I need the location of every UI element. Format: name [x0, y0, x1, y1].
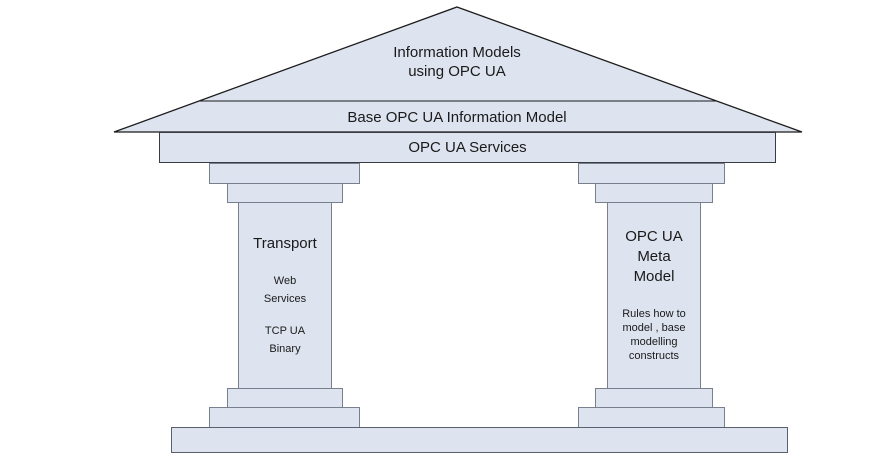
left-pillar-shaft: Transport Web Services TCP UA Binary: [238, 202, 332, 389]
services-band: OPC UA Services: [159, 132, 776, 163]
right-pillar-capital-lower: [595, 183, 713, 203]
right-pillar-base-upper: [595, 388, 713, 408]
left-pillar-item-tcp-ua-binary: TCP UA Binary: [264, 325, 306, 355]
right-pillar-description: Rules how to model , base modelling cons…: [622, 308, 686, 362]
left-pillar-title: Transport: [253, 235, 317, 252]
left-pillar-base-lower: [209, 407, 360, 428]
left-pillar-item-web-services: Web Services: [263, 275, 307, 305]
left-pillar-capital-top: [209, 163, 360, 184]
foundation-slab: [171, 427, 788, 453]
services-band-label: OPC UA Services: [408, 139, 527, 156]
right-pillar-capital-top: [578, 163, 725, 184]
right-pillar-base-lower: [578, 407, 725, 428]
pediment-label: Information Models using OPC UA: [393, 44, 521, 80]
right-pillar-title: OPC UA Meta Model: [625, 228, 683, 285]
left-pillar-capital-lower: [227, 183, 343, 203]
right-pillar-shaft: OPC UA Meta Model Rules how to model , b…: [607, 202, 701, 389]
architrave-label: Base OPC UA Information Model: [347, 109, 567, 126]
left-pillar-base-upper: [227, 388, 343, 408]
